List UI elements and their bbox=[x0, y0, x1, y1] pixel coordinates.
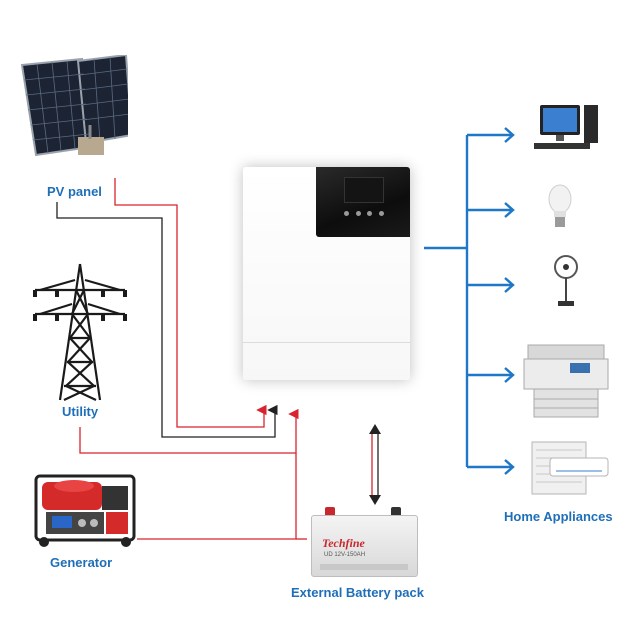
battery-arrow-up bbox=[369, 424, 381, 434]
generator-label: Generator bbox=[50, 555, 113, 570]
inverter-control-panel bbox=[316, 167, 410, 237]
battery-model: UD 12V-150AH bbox=[324, 552, 366, 558]
inverter-cover-seam bbox=[243, 342, 410, 343]
light-bulb-icon bbox=[548, 184, 572, 227]
printer-icon bbox=[523, 344, 609, 418]
inverter-indicator-leds bbox=[344, 211, 384, 221]
battery-stripe bbox=[320, 564, 408, 570]
solar-panel-icon bbox=[20, 55, 128, 157]
battery-arrow-down bbox=[369, 495, 381, 505]
battery-label: External Battery pack bbox=[291, 585, 424, 600]
utility-label: Utility bbox=[62, 404, 99, 419]
battery-body: Techfine UD 12V-150AH bbox=[311, 515, 418, 577]
pv-red-wire bbox=[114, 178, 267, 428]
power-tower-icon bbox=[33, 263, 127, 401]
utility-wire bbox=[79, 408, 299, 454]
battery-positive-terminal bbox=[325, 507, 335, 516]
inverter-icon bbox=[243, 167, 410, 380]
computer-icon bbox=[534, 105, 598, 149]
pv-black-wire bbox=[56, 202, 278, 438]
battery-icon: Techfine UD 12V-150AH bbox=[311, 507, 418, 577]
home-appliances-label: Home Appliances bbox=[504, 509, 613, 524]
air-conditioner-icon bbox=[531, 441, 609, 495]
pv-panel-label: PV panel bbox=[47, 184, 102, 199]
inverter-display bbox=[344, 177, 384, 203]
generator-wire bbox=[137, 453, 297, 540]
output-bus bbox=[424, 127, 515, 475]
battery-brand: Techfine bbox=[322, 536, 365, 550]
fan-icon bbox=[554, 255, 578, 306]
generator-icon bbox=[34, 474, 136, 547]
battery-negative-terminal bbox=[391, 507, 401, 516]
